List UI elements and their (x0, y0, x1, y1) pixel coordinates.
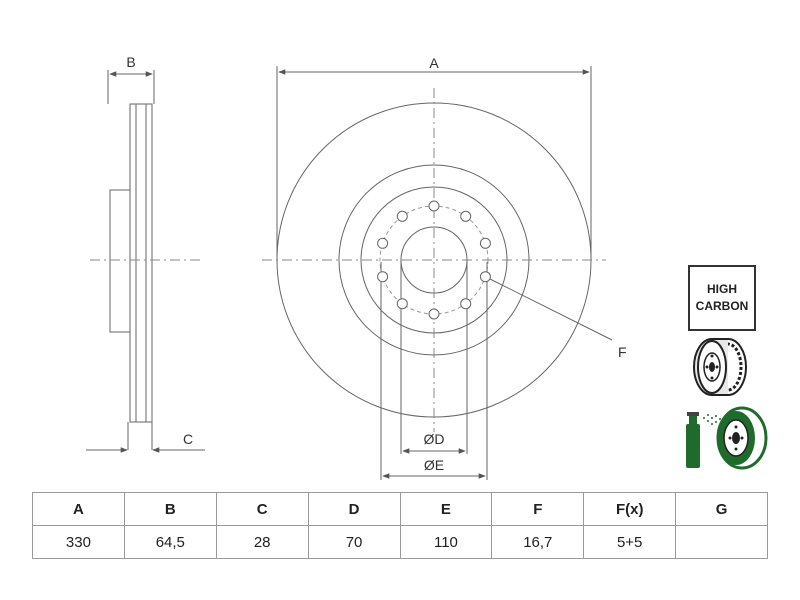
bolt-hole (377, 237, 389, 249)
value-cell: 16,7 (491, 525, 585, 559)
header-cell: D (307, 492, 401, 526)
bolt-holes (377, 200, 491, 320)
header-cell: F(x) (583, 492, 677, 526)
value-cell: 330 (32, 525, 125, 559)
value-cell: 5+5 (583, 525, 677, 559)
bolt-hole (428, 200, 440, 212)
header-cell: B (123, 492, 217, 526)
header-cell: G (675, 492, 768, 526)
badge-line-2: CARBON (695, 299, 749, 313)
bolt-hole (428, 308, 440, 320)
label-f: F (618, 344, 627, 360)
label-c: C (183, 431, 193, 447)
value-cell: 28 (215, 525, 309, 559)
label-e: ØE (424, 457, 444, 473)
label-a: A (429, 55, 439, 71)
disc-vent-gap (135, 103, 147, 423)
front-view (262, 66, 613, 480)
ventilated-disc-icon (693, 338, 747, 396)
header-cell: E (399, 492, 493, 526)
dimension-f-leader (487, 277, 613, 341)
header-cell: C (215, 492, 309, 526)
value-cell: 64,5 (123, 525, 217, 559)
dimensions-table: A B C D E F F(x) G 330 64,5 28 70 110 16… (32, 492, 768, 559)
value-cell (675, 525, 768, 559)
bolt-hole (396, 210, 408, 222)
header-cell: F (491, 492, 585, 526)
bolt-hole (460, 210, 472, 222)
label-b: B (126, 54, 135, 70)
header-cell: A (32, 492, 125, 526)
bolt-hole (460, 298, 472, 310)
coated-disc-icon (686, 406, 768, 470)
badge-line-1: HIGH (707, 282, 737, 296)
high-carbon-badge: HIGH CARBON (688, 265, 756, 331)
side-view (86, 70, 205, 453)
table-header-row: A B C D E F F(x) G (32, 492, 768, 526)
bolt-hole (479, 271, 491, 283)
value-cell: 110 (399, 525, 493, 559)
table-value-row: 330 64,5 28 70 110 16,7 5+5 (32, 525, 768, 559)
disc-friction-ring (129, 103, 153, 423)
brake-disc-drawing: B C A ØD ØE F (86, 54, 627, 480)
value-cell: 70 (307, 525, 401, 559)
bolt-hole (396, 298, 408, 310)
bolt-hole (377, 271, 389, 283)
label-d: ØD (424, 431, 445, 447)
bolt-hole (479, 237, 491, 249)
hub-flange (109, 189, 131, 333)
